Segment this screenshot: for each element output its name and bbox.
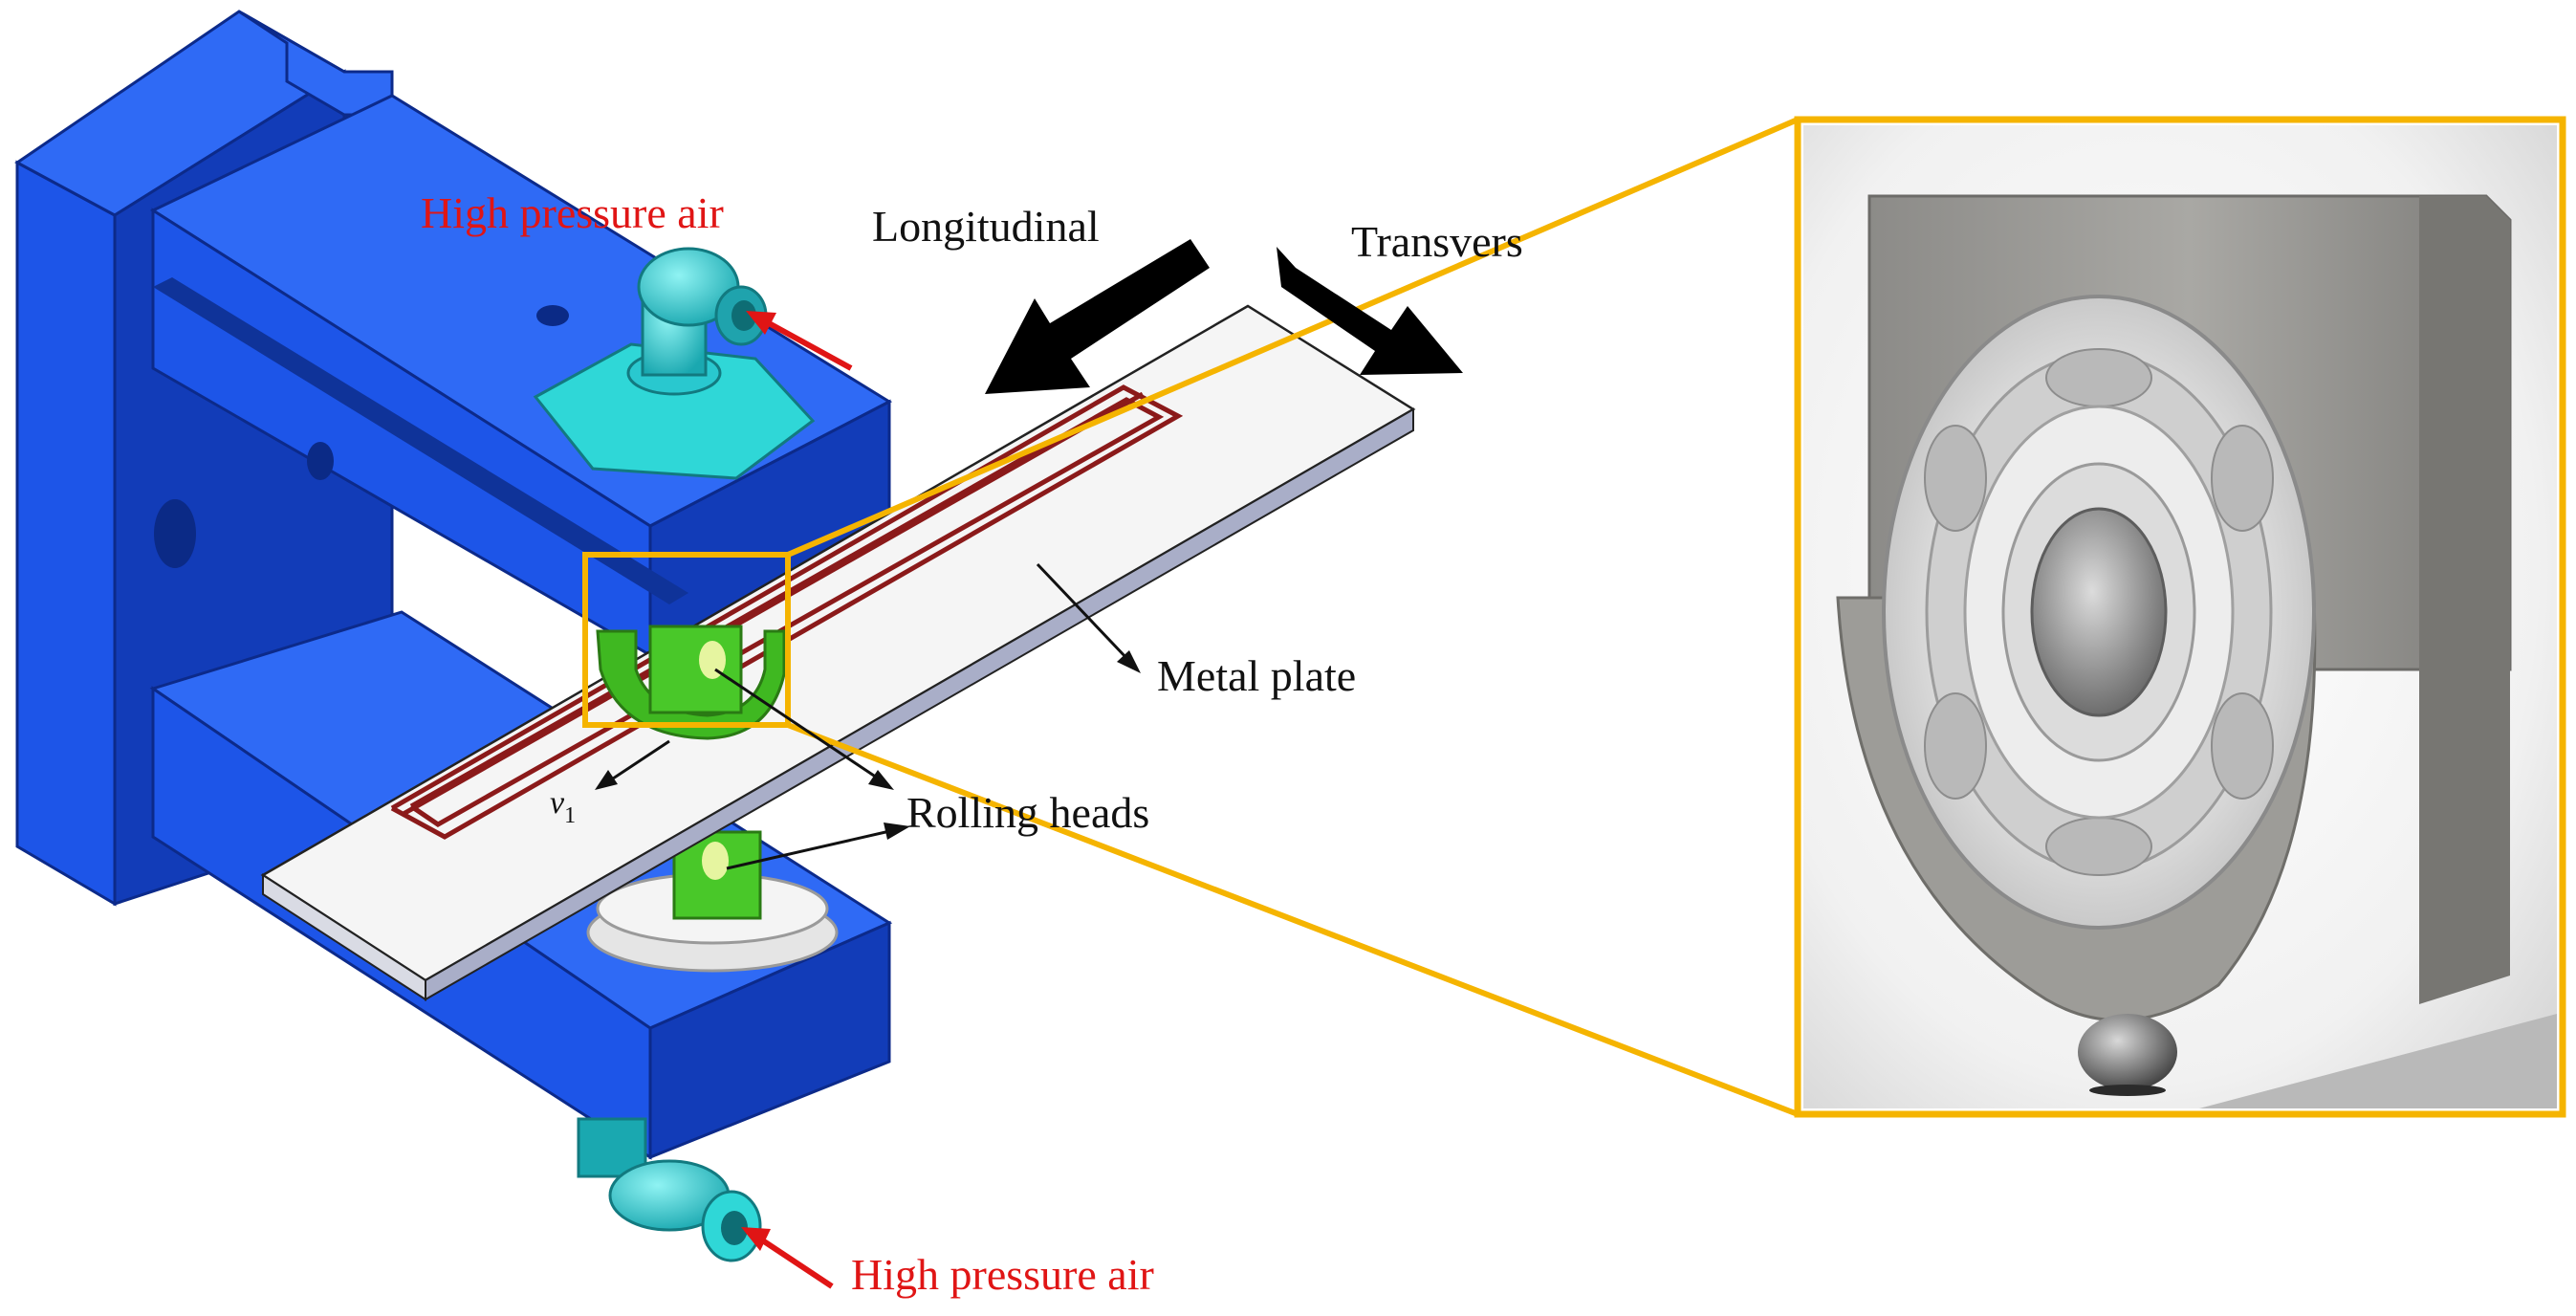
frame-column-front [15, 160, 117, 907]
upper-roller-face [699, 641, 726, 679]
rolling-heads-leader-1 [714, 668, 881, 781]
lower-roller-face [702, 842, 729, 880]
frame-hole [154, 499, 196, 568]
rolling-heads-leader-2 [726, 828, 895, 870]
air-arrow-bottom [753, 1233, 834, 1289]
rolling-heads-leader-2-head [884, 822, 910, 840]
frame-hole [307, 442, 334, 480]
upper-roller-body [648, 625, 743, 714]
bearing-housing-side [2419, 196, 2510, 1004]
longitudinal-label: Longitudinal [872, 202, 1100, 251]
plate-side-edge [425, 407, 1414, 1001]
direction-arrows [985, 239, 1463, 394]
air-label-top: High pressure air [421, 188, 724, 237]
velocity-arrowhead [595, 770, 618, 790]
upper-arm-slot [153, 277, 688, 604]
fitting-elbow-bore [721, 1211, 748, 1245]
bearing-contact-point [2089, 1085, 2166, 1096]
c-frame [14, 10, 893, 1160]
metal-plate-leader-head [1117, 650, 1141, 673]
rolling-heads-leader-1-head [868, 770, 894, 790]
air-fitting-bottom [577, 1117, 762, 1262]
zoom-line-top [786, 117, 1800, 558]
velocity-subscript: 1 [564, 803, 576, 828]
leader-arrows [595, 562, 1141, 870]
rolling-heads-label: Rolling heads [906, 788, 1149, 837]
air-label-bottom: High pressure air [851, 1250, 1154, 1299]
transverse-arrow [1277, 247, 1463, 375]
transverse-label: Transvers [1351, 217, 1523, 266]
longitudinal-arrow [985, 239, 1210, 394]
zoom-source-box [582, 552, 791, 728]
air-arrow-top [758, 316, 853, 371]
velocity-label: v1 [550, 785, 576, 828]
air-fitting-top [533, 247, 816, 480]
plate-groove [390, 384, 1184, 840]
metal-plate-leader [1036, 562, 1130, 662]
air-arrowhead-top [746, 311, 776, 335]
bearing-balls [1924, 348, 2274, 876]
metal-plate-label: Metal plate [1157, 651, 1356, 700]
velocity-symbol: v [550, 785, 565, 821]
lower-roller [586, 830, 839, 973]
lower-arm-end [648, 920, 891, 1160]
bearing-detail-image [1803, 125, 2557, 1108]
fitting-elbow-bore [731, 300, 756, 331]
bearing-contact-ball [2078, 1014, 2177, 1090]
metal-plate [260, 304, 1416, 1001]
upper-roller [596, 625, 786, 740]
air-arrowhead-bottom [741, 1227, 771, 1251]
zoom-line-bottom [786, 722, 1800, 1117]
frame-hole [536, 305, 569, 326]
bearing-bore [2030, 507, 2168, 717]
fitting-hex-plate [533, 342, 816, 480]
floor-shadow [2199, 1014, 2557, 1108]
velocity-arrow [606, 739, 670, 784]
air-arrows [741, 311, 853, 1289]
text-labels: High pressure air High pressure air Long… [421, 188, 1523, 1299]
